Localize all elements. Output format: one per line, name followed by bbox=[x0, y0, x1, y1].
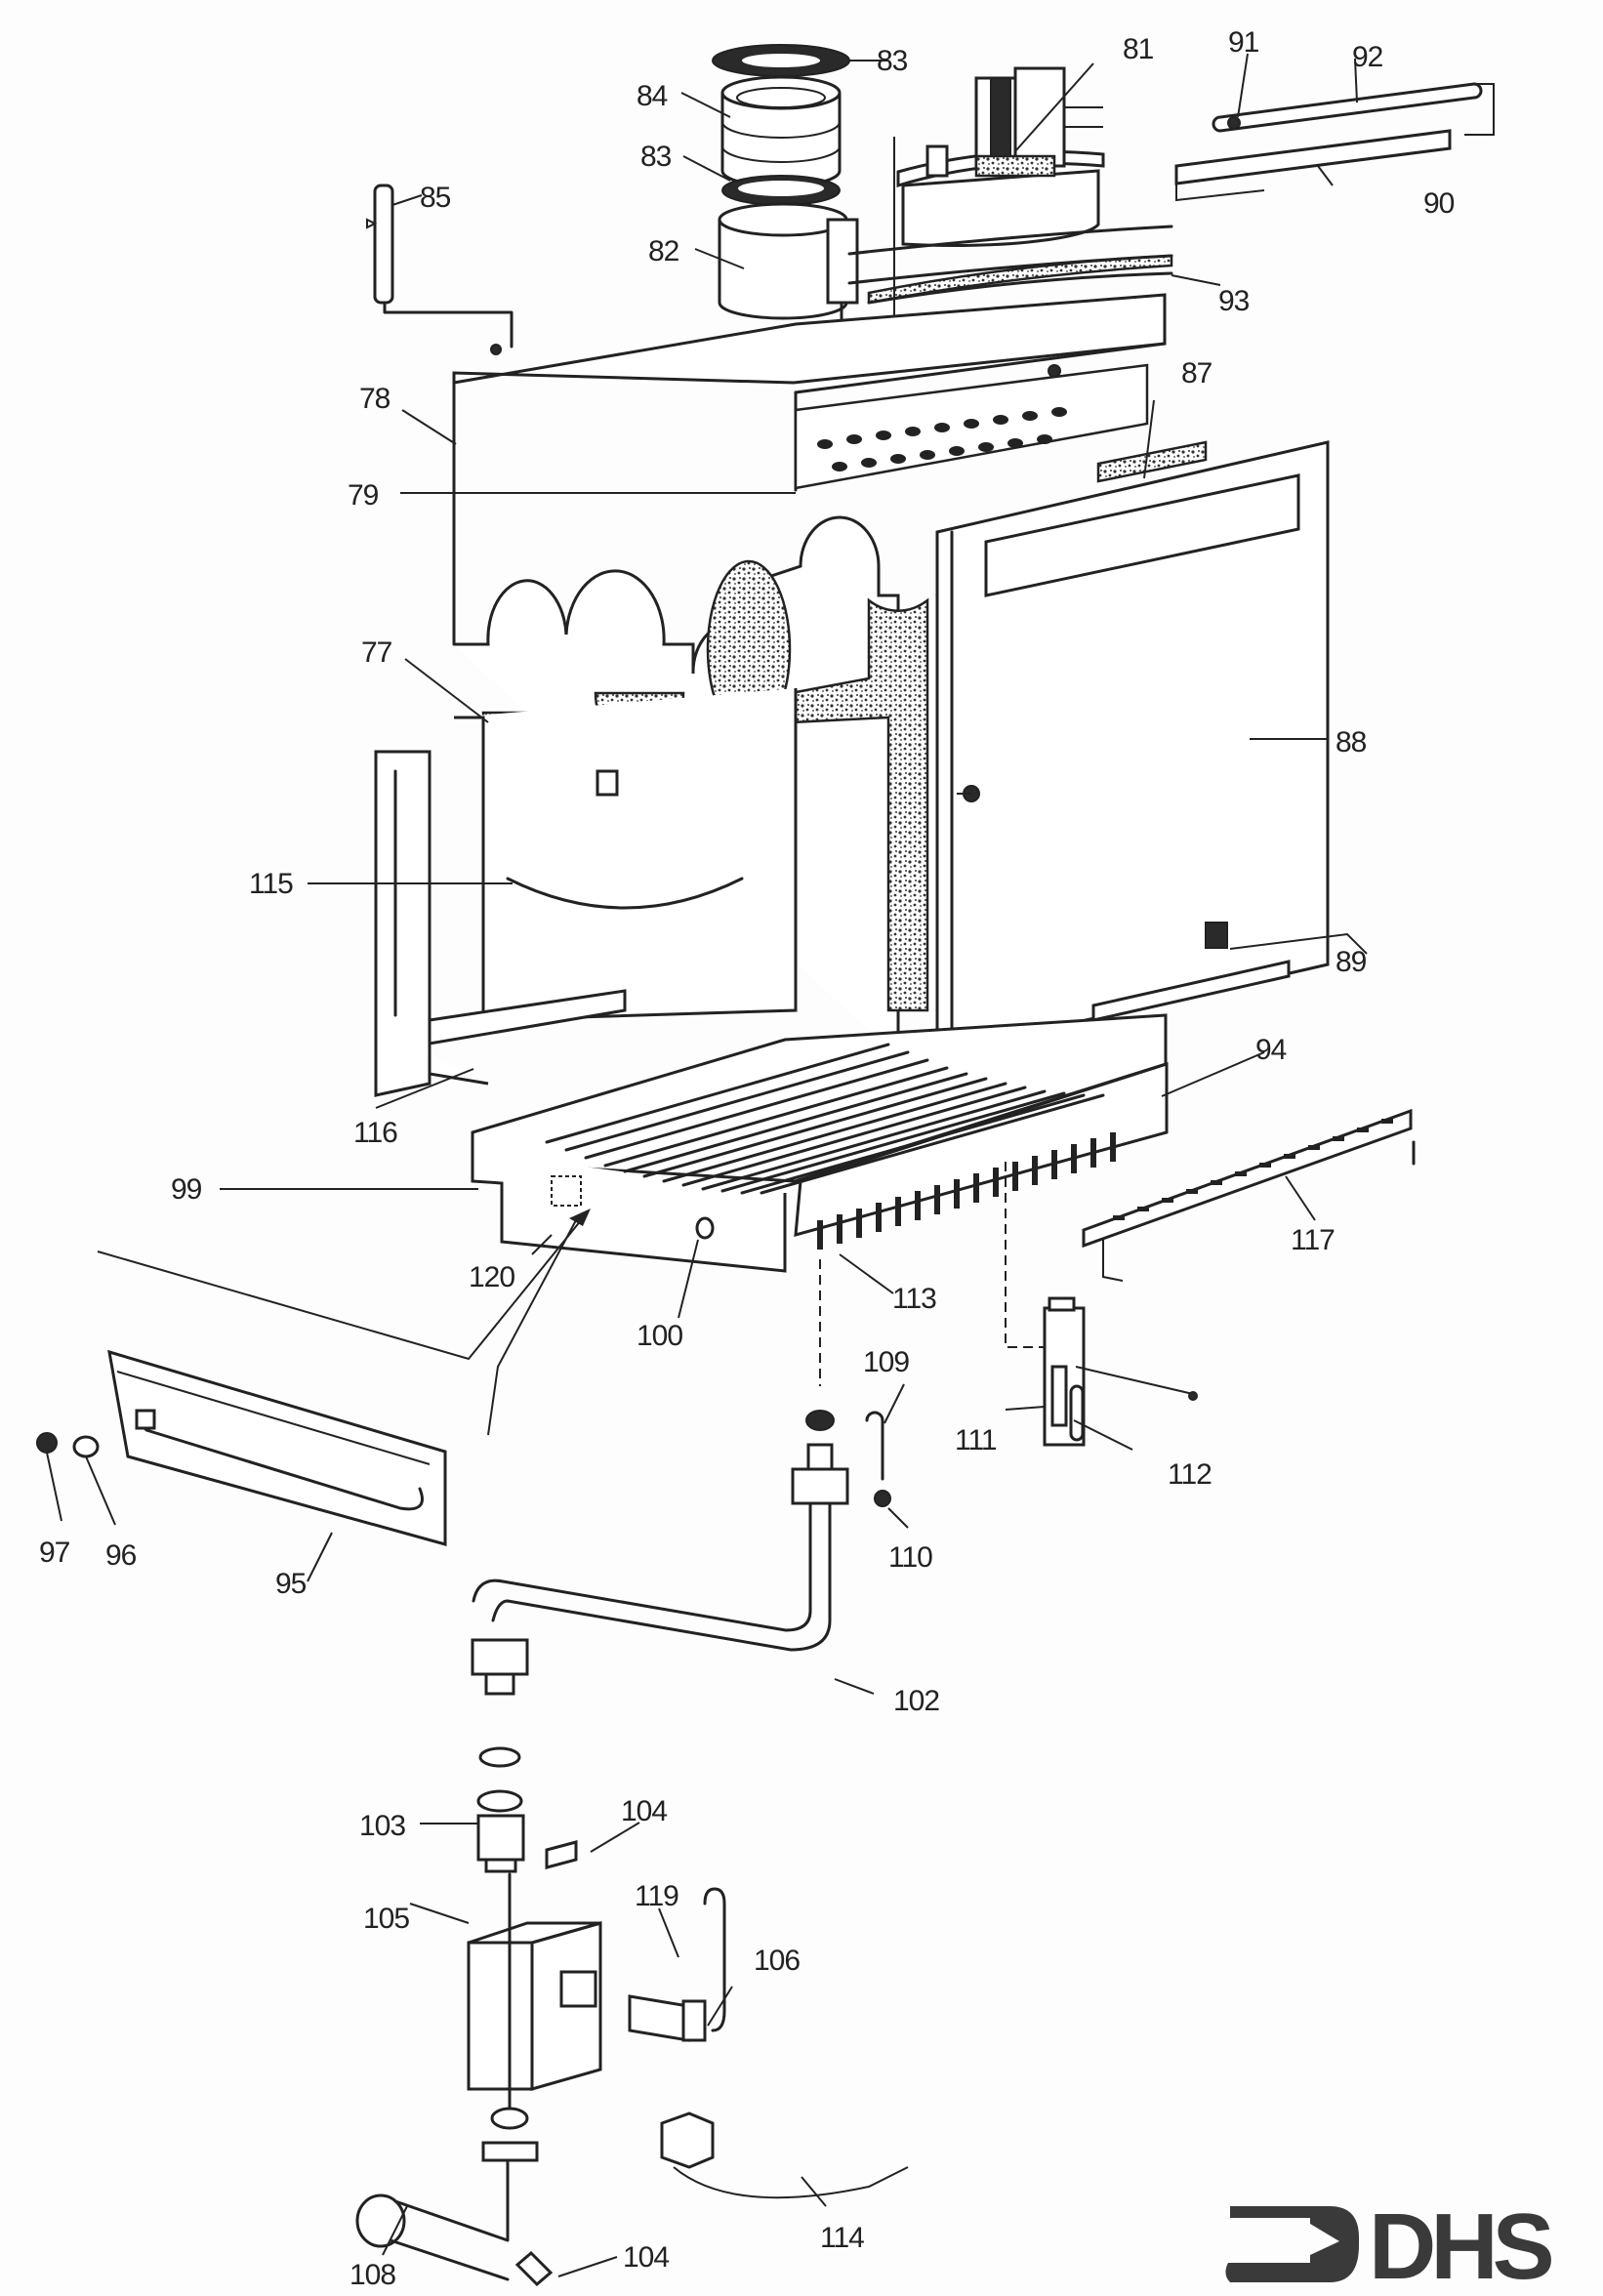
part-119-solenoid bbox=[628, 1994, 707, 2042]
label-104-upper: 104 bbox=[621, 1795, 667, 1827]
label-99: 99 bbox=[171, 1173, 202, 1206]
part-77-chamber-insulation bbox=[454, 515, 929, 1037]
part-96-fitting bbox=[72, 1435, 100, 1458]
label-95: 95 bbox=[275, 1568, 307, 1600]
part-83-seal-lower bbox=[721, 175, 841, 206]
part-90-92-fan-bracket bbox=[1174, 82, 1495, 202]
pilot-drop-line bbox=[819, 1162, 1045, 1386]
part-81-fan-assembly bbox=[896, 66, 1105, 248]
part-labels: 83 84 83 85 82 81 91 92 90 93 78 79 87 7… bbox=[39, 26, 1456, 2291]
label-90: 90 bbox=[1423, 187, 1455, 220]
label-89: 89 bbox=[1336, 946, 1367, 978]
part-114-cable-plug bbox=[660, 2112, 909, 2199]
part-87-seal-strip bbox=[1096, 440, 1208, 483]
logo-text: DHS bbox=[1369, 2194, 1552, 2288]
label-103: 103 bbox=[359, 1810, 405, 1842]
part-102-gas-pipe bbox=[471, 1410, 849, 1696]
label-112: 112 bbox=[1168, 1458, 1212, 1491]
part-95-manifold bbox=[107, 1349, 447, 1546]
label-114: 114 bbox=[820, 2222, 864, 2254]
label-100: 100 bbox=[637, 1320, 682, 1352]
label-115: 115 bbox=[249, 868, 293, 900]
label-116: 116 bbox=[353, 1117, 397, 1149]
part-112-pilot-burner bbox=[1043, 1296, 1198, 1447]
part-104-test-point-lower bbox=[514, 2250, 554, 2287]
label-79: 79 bbox=[348, 479, 379, 512]
label-111: 111 bbox=[955, 1424, 997, 1456]
label-81: 81 bbox=[1123, 33, 1154, 65]
label-117: 117 bbox=[1291, 1224, 1335, 1256]
part-104-test-point-upper bbox=[545, 1840, 578, 1869]
label-94: 94 bbox=[1255, 1034, 1287, 1066]
part-105-gas-valve bbox=[467, 1872, 602, 2111]
part-78-flue-hood bbox=[452, 293, 1167, 646]
label-82: 82 bbox=[648, 235, 679, 267]
label-83-lower: 83 bbox=[640, 141, 672, 173]
arrow-pointer bbox=[97, 1209, 591, 1436]
label-110: 110 bbox=[888, 1541, 932, 1574]
part-109-pilot-tube bbox=[865, 1411, 891, 1507]
label-106: 106 bbox=[754, 1945, 800, 1977]
part-88-front-panel bbox=[935, 440, 1330, 1056]
label-92: 92 bbox=[1352, 41, 1383, 73]
label-108: 108 bbox=[349, 2259, 395, 2291]
arrow-right-icon bbox=[1225, 2206, 1359, 2282]
label-85: 85 bbox=[420, 182, 451, 214]
label-104-lower: 104 bbox=[623, 2241, 669, 2274]
label-78: 78 bbox=[359, 383, 390, 415]
label-96: 96 bbox=[105, 1539, 137, 1572]
part-84-flue-adaptor bbox=[720, 75, 842, 188]
part-83-seal-top bbox=[712, 44, 850, 77]
part-85-pressure-tube bbox=[366, 184, 514, 355]
label-91: 91 bbox=[1228, 26, 1259, 59]
part-82-flue-spigot bbox=[718, 202, 859, 343]
part-94-burner bbox=[471, 1013, 1169, 1273]
chamber-side-bracket bbox=[374, 750, 627, 1097]
label-77: 77 bbox=[361, 636, 392, 669]
label-93: 93 bbox=[1218, 285, 1250, 317]
label-120: 120 bbox=[469, 1261, 514, 1293]
label-109: 109 bbox=[863, 1346, 909, 1378]
label-83-top: 83 bbox=[877, 45, 908, 77]
part-117-burner-bar bbox=[1082, 1108, 1416, 1282]
label-97: 97 bbox=[39, 1537, 70, 1569]
label-119: 119 bbox=[635, 1880, 678, 1912]
leader-lines bbox=[46, 53, 1368, 2277]
label-113: 113 bbox=[892, 1283, 936, 1315]
part-103-union bbox=[476, 1746, 525, 1873]
label-102: 102 bbox=[893, 1685, 939, 1717]
dhs-logo: DHS bbox=[1222, 2194, 1593, 2296]
label-87: 87 bbox=[1181, 357, 1213, 390]
label-84: 84 bbox=[637, 80, 668, 112]
part-93-gaskets bbox=[847, 225, 1173, 305]
label-105: 105 bbox=[363, 1903, 409, 1935]
part-97-nut bbox=[36, 1432, 58, 1454]
label-88: 88 bbox=[1336, 726, 1367, 758]
part-106-pilot-pipe bbox=[703, 1887, 726, 2032]
